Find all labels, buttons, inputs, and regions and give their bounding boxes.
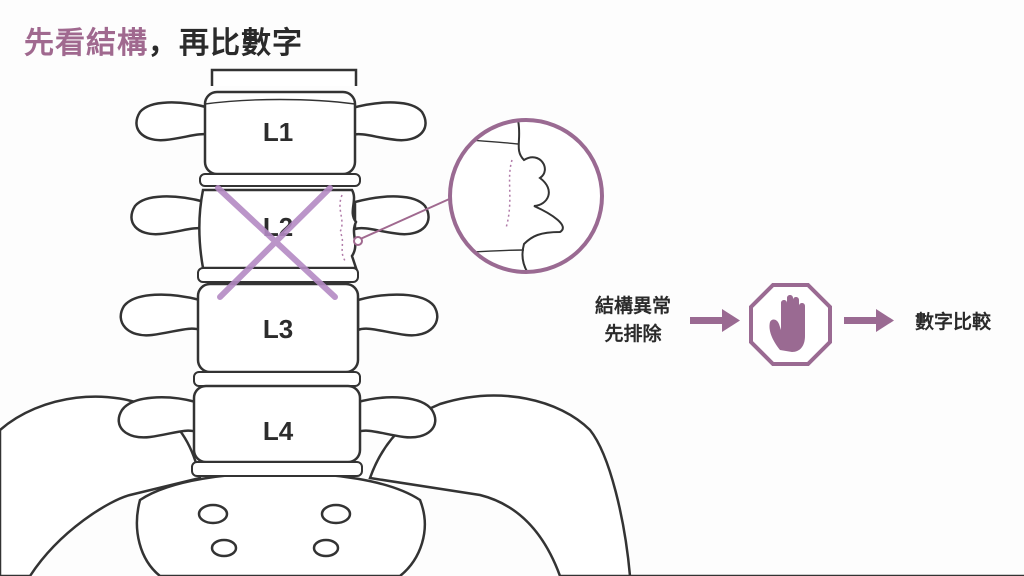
- cross-mark: [215, 185, 338, 300]
- disc-l4-s1: [191, 461, 363, 477]
- vertebra-label-l1: L1: [263, 117, 293, 147]
- vertebra-l3: [119, 282, 439, 374]
- vertebra-l1: [135, 90, 427, 176]
- flow-arrow-left: [690, 309, 740, 332]
- vertebra-l4: [117, 384, 437, 464]
- zoom-pointer: [353, 195, 457, 246]
- page-title: 先看結構，再比數字: [24, 18, 303, 62]
- pelvis: [0, 394, 1024, 576]
- title-rest: ，再比數字: [148, 26, 303, 61]
- flow-left-line2: 先排除: [604, 323, 662, 345]
- flow-step-structural: 結構異常 先排除: [578, 292, 688, 348]
- disc-l1-l2: [199, 173, 361, 187]
- disc-l3-l4: [193, 371, 361, 387]
- vertebra-label-l3: L3: [263, 314, 293, 344]
- flow-left-line1: 結構異常: [594, 295, 671, 317]
- upper-column: [210, 68, 358, 86]
- zoom-detail: [448, 118, 604, 274]
- vertebra-label-l4: L4: [263, 416, 294, 446]
- flow-arrow-right: [844, 309, 894, 332]
- disc-l2-l3: [197, 267, 359, 283]
- stop-hand-icon: [749, 283, 832, 366]
- flow-step-numbers: 數字比較: [914, 311, 991, 333]
- title-accent: 先看結構: [24, 26, 148, 61]
